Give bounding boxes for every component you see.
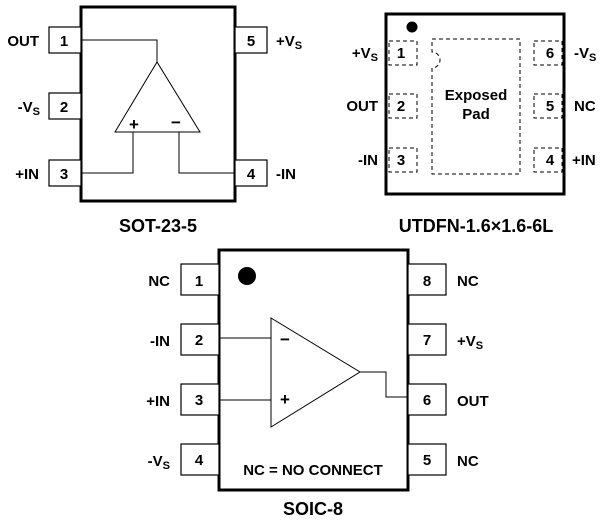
sot23-pin-1-number: 1: [60, 33, 68, 50]
utdfn-pin-4-number: 4: [546, 152, 555, 169]
sot23-wire-minus: [178, 132, 235, 174]
sot23-pin-3-number: 3: [60, 166, 68, 183]
soic8-pin1-dot: [238, 267, 256, 285]
soic8-opamp-minus: −: [280, 330, 290, 349]
soic8-pin-2-label: -IN: [150, 333, 170, 350]
soic8-pin-7-label: +VS: [457, 333, 483, 352]
soic8-pin-5-box: [407, 443, 447, 476]
sot23-pin-5-box: [234, 26, 268, 54]
sot23-pin-4-number: 4: [247, 166, 256, 183]
utdfn-pin-2-number: 2: [397, 98, 405, 115]
sot23-opamp-minus: −: [171, 113, 181, 132]
soic8-pin-6-number: 6: [423, 392, 431, 409]
utdfn-pin-5-box: [533, 93, 563, 119]
soic8-wire-out: [360, 371, 408, 398]
sot23-pin-2-number: 2: [60, 99, 68, 116]
soic8-title: SOIC-8: [283, 499, 343, 519]
utdfn-pin-1-label: +VS: [352, 45, 378, 64]
utdfn-pin-4-box: [533, 147, 563, 173]
utdfn-pin-3-number: 3: [397, 152, 405, 169]
utdfn-pin-2-box: [388, 93, 418, 119]
utdfn-pin-5-label: NC: [574, 98, 596, 115]
soic8-pin-4-box: [180, 443, 220, 476]
soic8-pin-6-label: OUT: [457, 393, 489, 410]
utdfn-pin-4-label: +IN: [572, 152, 596, 169]
soic8-pin-5-number: 5: [423, 452, 431, 469]
soic8-pin-8-number: 8: [423, 273, 431, 290]
utdfn-exposed-pad: [431, 38, 521, 175]
sot23-pin-5-number: 5: [247, 33, 255, 50]
soic8-pin-4-number: 4: [195, 452, 204, 469]
utdfn-pin-1-number: 1: [397, 45, 405, 62]
utdfn-pin-1-box: [388, 40, 418, 66]
sot23-wire-out: [81, 39, 158, 62]
sot23-pin-5-label: +VS: [276, 33, 302, 52]
utdfn-pin1-dot: [406, 21, 418, 33]
soic8-pin-2-box: [180, 323, 220, 356]
sot23-pin-2-label: -VS: [18, 99, 40, 118]
sot23-pin-2-box: [48, 92, 82, 120]
utdfn-pin-6-label: -VS: [574, 45, 596, 64]
sot23-opamp-plus: +: [129, 115, 139, 134]
sot23-pin-3-label: +IN: [15, 166, 39, 183]
soic8-pin-7-box: [407, 323, 447, 356]
sot23-5-package: 1 2 3 5 4 OUT -VS +IN +VS -IN + − SOT-23…: [7, 5, 302, 236]
soic8-pin-1-box: [180, 263, 220, 296]
utdfn-pin-3-label: -IN: [358, 152, 378, 169]
soic8-pin-7-number: 7: [423, 332, 431, 349]
soic8-package: 1 2 3 4 8 7 6 5 NC -IN +IN -VS NC +VS OU…: [146, 248, 489, 519]
utdfn-title: UTDFN-1.6×1.6-6L: [399, 216, 554, 236]
soic8-pin-3-label: +IN: [146, 393, 170, 410]
sot23-opamp-triangle: [114, 61, 201, 133]
utdfn-pin-2-label: OUT: [346, 98, 378, 115]
utdfn-pad-label-2: Pad: [462, 106, 490, 123]
soic8-opamp-plus: +: [280, 390, 290, 409]
soic8-pin-5-label: NC: [457, 453, 479, 470]
utdfn-pin-3-box: [388, 147, 418, 173]
utdfn-pin-5-number: 5: [546, 98, 554, 115]
soic8-pin-8-box: [407, 263, 447, 296]
utdfn-package: Exposed Pad 1 2 3 6 5 4 +VS OUT -IN -VS …: [346, 12, 596, 236]
utdfn-pad-label-1: Exposed: [445, 87, 508, 104]
soic8-opamp-triangle: [270, 317, 361, 428]
sot23-pin-1-box: [48, 26, 82, 54]
sot23-pin-4-label: -IN: [276, 166, 296, 183]
utdfn-pin-6-number: 6: [546, 45, 554, 62]
soic8-pin-2-number: 2: [195, 332, 203, 349]
soic8-pin-1-number: 1: [195, 273, 203, 290]
sot23-wire-plus: [81, 132, 134, 174]
soic8-pin-3-number: 3: [195, 392, 203, 409]
soic8-pin-6-box: [407, 383, 447, 416]
sot23-title: SOT-23-5: [119, 216, 197, 236]
utdfn-pin-6-box: [533, 40, 563, 66]
soic8-pin-1-label: NC: [148, 273, 170, 290]
soic8-pin-4-label: -VS: [148, 453, 170, 472]
sot23-pin-1-label: OUT: [7, 33, 39, 50]
soic8-nc-note: NC = NO CONNECT: [243, 462, 383, 479]
soic8-pin-8-label: NC: [457, 273, 479, 290]
